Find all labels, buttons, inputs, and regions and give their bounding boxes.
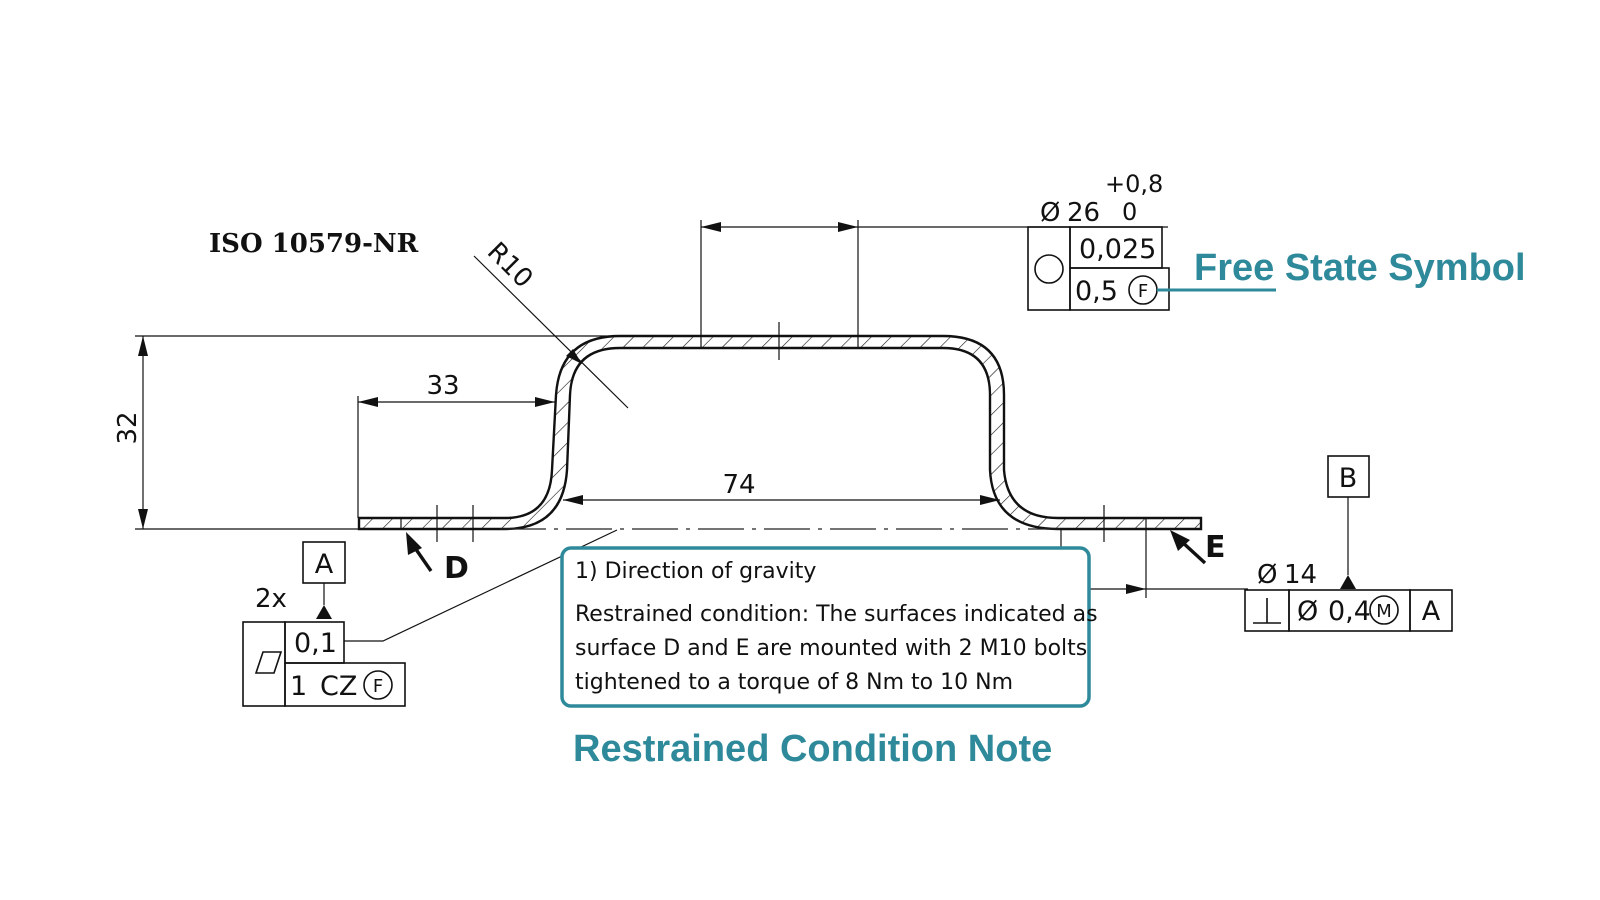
lower-tolerance: 0 (1122, 198, 1137, 226)
circularity-tolerance-2: 0,5 (1075, 276, 1118, 307)
mmc-modifier-icon (1369, 595, 1399, 625)
surface-e-marker: E (1170, 530, 1226, 565)
surface-e-label: E (1205, 530, 1226, 565)
hole-14-value: 14 (1284, 560, 1317, 590)
flange-length-label: 33 (426, 371, 459, 401)
flatness-fcf: A 2x 0,1 1 CZ F (242, 529, 618, 707)
surface-d-label: D (444, 551, 469, 586)
flatness-count: 2x (255, 584, 287, 614)
height-label: 32 (113, 411, 143, 444)
flatness-free-state-icon (363, 670, 393, 700)
flatness-tolerance: 0,1 (294, 628, 337, 659)
free-state-modifier: F (1138, 281, 1148, 302)
datum-a-label: A (315, 549, 334, 580)
mmc-modifier: M (1376, 601, 1392, 622)
upper-tolerance: +0,8 (1105, 170, 1163, 198)
standard-note: ISO 10579-NR (209, 229, 419, 259)
hole-diameter-symbol: Ø (1040, 198, 1060, 228)
radius-callout: R10 (473, 237, 629, 409)
position-fcf: Ø 14 B Ø 0,4 M A (1060, 455, 1453, 632)
flatness-zone-count: 1 (290, 671, 307, 702)
note-line-4: tightened to a torque of 8 Nm to 10 Nm (575, 670, 1013, 695)
perpendicularity-icon (1253, 598, 1281, 624)
height-dimension: 32 (113, 335, 620, 530)
hole-14-symbol: Ø (1257, 560, 1277, 590)
inner-width-label: 74 (722, 470, 755, 500)
flange-dimension: 33 (357, 371, 555, 518)
circularity-tolerance-1: 0,025 (1079, 234, 1156, 265)
inner-width-dimension: 74 (563, 470, 1000, 505)
part-profile (357, 334, 1203, 531)
part-section-hatch (357, 334, 1203, 531)
hole-diameter-value: 26 (1067, 198, 1100, 228)
note-line-3: surface D and E are mounted with 2 M10 b… (575, 636, 1087, 661)
surface-d-marker: D (406, 532, 469, 586)
flatness-icon (254, 651, 283, 674)
datum-b-label: B (1339, 463, 1358, 494)
restrained-callout: Restrained Condition Note (573, 728, 1052, 770)
radius-label: R10 (481, 237, 538, 294)
circularity-fcf: 0,025 0,5 F (1027, 226, 1170, 311)
restrained-note-box: 1) Direction of gravity Restrained condi… (560, 546, 1098, 708)
circularity-icon (1034, 254, 1064, 284)
position-tolerance: 0,4 (1328, 596, 1371, 627)
flatness-free-state-modifier: F (373, 676, 383, 697)
position-tolerance-symbol: Ø (1297, 596, 1318, 627)
position-datum: A (1422, 596, 1441, 627)
hole-center-marks (436, 322, 1105, 542)
note-line-1: 1) Direction of gravity (575, 559, 816, 584)
note-line-2: Restrained condition: The surfaces indic… (575, 602, 1098, 627)
free-state-callout: Free State Symbol (1194, 247, 1526, 289)
flatness-zone-modifier: CZ (320, 671, 357, 702)
